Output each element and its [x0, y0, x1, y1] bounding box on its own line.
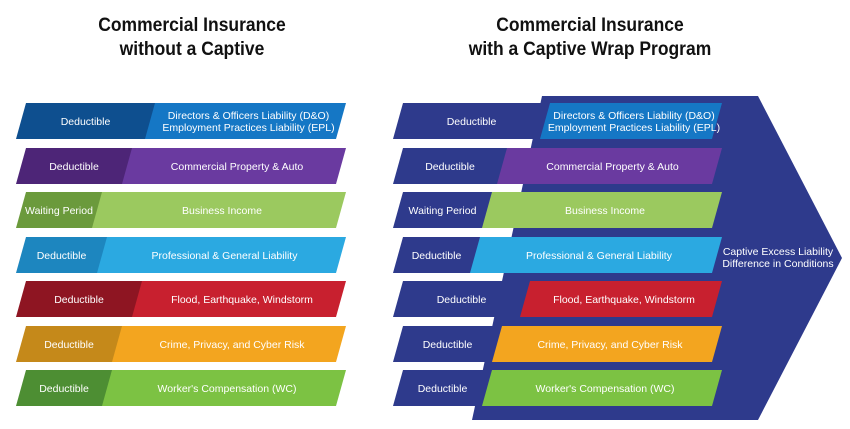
left-coverage-band-4: [97, 237, 346, 273]
right-retention-band-2: [393, 148, 517, 184]
right-retention-band-7: [393, 370, 502, 406]
left-retention-band-1: [16, 103, 165, 139]
left-retention-band-4: [16, 237, 117, 273]
left-retention-label-6: Deductible: [44, 339, 94, 351]
captive-label-line-1: Captive Excess Liability: [723, 246, 834, 258]
right-coverage-label-6: Crime, Privacy, and Cyber Risk: [537, 339, 683, 351]
left-coverage-band-5: [132, 281, 346, 317]
left-coverage-label-2: Commercial Property & Auto: [171, 161, 304, 173]
left-retention-label-3: Waiting Period: [25, 205, 93, 217]
left-coverage-label-5: Flood, Earthquake, Windstorm: [171, 294, 313, 306]
left-coverage-label-1-line-1: Directors & Officers Liability (D&O): [168, 110, 329, 122]
right-retention-label-5: Deductible: [437, 294, 487, 306]
right-retention-band-1: [393, 103, 560, 139]
right-retention-label-7: Deductible: [418, 383, 468, 395]
right-retention-band-4: [393, 237, 490, 273]
right-coverage-band-3: [482, 192, 722, 228]
title-without-captive-line-1: Commercial Insurance: [98, 15, 286, 36]
left-coverage-label-2-line-1: Commercial Property & Auto: [171, 161, 304, 173]
right-coverage-label-3-line-1: Business Income: [565, 205, 645, 217]
right-coverage-label-5: Flood, Earthquake, Windstorm: [553, 294, 695, 306]
left-retention-label-2: Deductible: [49, 161, 99, 173]
right-retention-label-6: Deductible: [423, 339, 473, 351]
right-coverage-label-5-line-1: Flood, Earthquake, Windstorm: [553, 294, 695, 306]
left-coverage-label-3: Business Income: [182, 205, 262, 217]
right-retention-label-4: Deductible: [412, 250, 462, 262]
left-coverage-label-1: Directors & Officers Liability (D&O)Empl…: [162, 110, 334, 134]
left-coverage-label-6-line-1: Crime, Privacy, and Cyber Risk: [159, 339, 305, 351]
right-coverage-label-1: Directors & Officers Liability (D&O)Empl…: [548, 110, 720, 134]
left-retention-band-6: [16, 326, 132, 362]
left-retention-band-2: [16, 148, 142, 184]
left-retention-label-1: Deductible: [61, 116, 111, 128]
right-coverage-label-7-line-1: Worker's Compensation (WC): [536, 383, 675, 395]
left-retention-band-7: [16, 370, 122, 406]
right-retention-band-5: [393, 281, 540, 317]
left-coverage-band-6: [112, 326, 346, 362]
left-coverage-band-7: [102, 370, 346, 406]
left-coverage-label-6: Crime, Privacy, and Cyber Risk: [159, 339, 305, 351]
left-retention-band-5: [16, 281, 152, 317]
left-coverage-label-1-line-2: Employment Practices Liability (EPL): [162, 122, 334, 134]
left-retention-label-7: Deductible: [39, 383, 89, 395]
left-coverage-label-7: Worker's Compensation (WC): [158, 383, 297, 395]
right-coverage-label-3: Business Income: [565, 205, 645, 217]
title-with-captive: Commercial Insurance with a Captive Wrap…: [434, 14, 747, 62]
left-retention-label-5: Deductible: [54, 294, 104, 306]
right-coverage-label-4: Professional & General Liability: [526, 250, 673, 262]
right-coverage-label-4-line-1: Professional & General Liability: [526, 250, 673, 262]
title-without-captive-line-2: without a Captive: [119, 39, 265, 60]
title-without-captive: Commercial Insurance without a Captive: [36, 14, 349, 62]
left-coverage-label-5-line-1: Flood, Earthquake, Windstorm: [171, 294, 313, 306]
right-coverage-band-1: [540, 103, 722, 139]
right-coverage-label-2-line-1: Commercial Property & Auto: [546, 161, 679, 173]
right-coverage-label-6-line-1: Crime, Privacy, and Cyber Risk: [537, 339, 683, 351]
left-coverage-label-4-line-1: Professional & General Liability: [152, 250, 299, 262]
right-retention-band-6: [393, 326, 512, 362]
right-coverage-band-4: [470, 237, 722, 273]
left-coverage-band-2: [122, 148, 346, 184]
title-with-captive-line-1: Commercial Insurance: [496, 15, 684, 36]
right-retention-label-2: Deductible: [425, 161, 475, 173]
left-coverage-label-7-line-1: Worker's Compensation (WC): [158, 383, 297, 395]
right-coverage-band-5: [520, 281, 722, 317]
right-retention-band-3: [393, 192, 502, 228]
right-retention-label-3: Waiting Period: [409, 205, 477, 217]
left-coverage-band-3: [92, 192, 346, 228]
captive-label-line-2: Difference in Conditions: [722, 258, 833, 270]
left-retention-band-3: [16, 192, 112, 228]
title-with-captive-line-2: with a Captive Wrap Program: [468, 39, 712, 60]
left-retention-label-4: Deductible: [37, 250, 87, 262]
right-coverage-label-1-line-2: Employment Practices Liability (EPL): [548, 122, 720, 134]
left-coverage-band-1: [145, 103, 346, 139]
right-retention-label-1: Deductible: [447, 116, 497, 128]
left-coverage-label-3-line-1: Business Income: [182, 205, 262, 217]
right-coverage-band-6: [492, 326, 722, 362]
right-coverage-label-1-line-1: Directors & Officers Liability (D&O): [553, 110, 714, 122]
right-coverage-label-7: Worker's Compensation (WC): [536, 383, 675, 395]
left-coverage-label-4: Professional & General Liability: [152, 250, 299, 262]
right-coverage-label-2: Commercial Property & Auto: [546, 161, 679, 173]
right-coverage-band-7: [482, 370, 722, 406]
right-coverage-band-2: [497, 148, 722, 184]
